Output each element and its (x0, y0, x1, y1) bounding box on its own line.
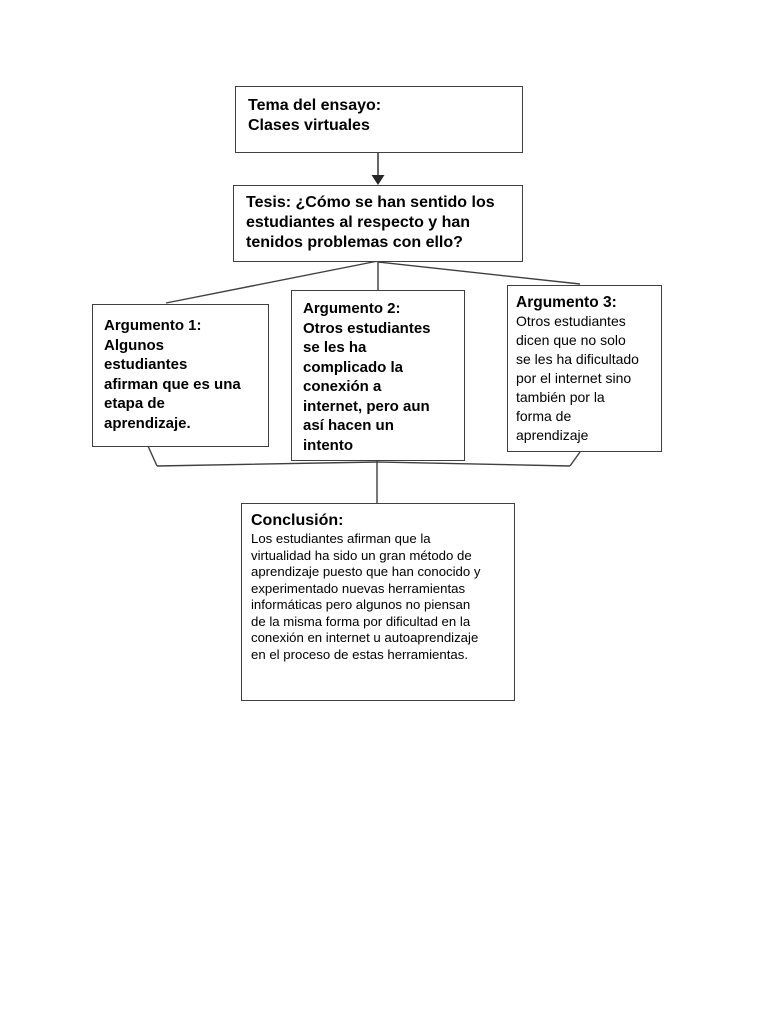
tema-text: Tema del ensayo: Clases virtuales (248, 97, 382, 134)
connector-argumento1-join (147, 445, 158, 467)
connector-join-horizontal (156, 461, 571, 467)
argumento3-box: Argumento 3: Otros estudiantes dicen que… (507, 285, 662, 452)
tesis-text: Tesis: ¿Cómo se han sentido los estudian… (246, 194, 495, 251)
argumento3-title: Argumento 3: (516, 294, 617, 311)
argumento1-box: Argumento 1: Algunos estudiantes afirman… (92, 304, 269, 447)
connector-tesis-argumento1 (165, 260, 379, 304)
tesis-box: Tesis: ¿Cómo se han sentido los estudian… (233, 185, 523, 262)
connector-tesis-argumento3 (377, 261, 581, 285)
connector-argumento3-join (569, 451, 581, 467)
arrow-head-down-icon (371, 175, 385, 185)
argumento3-body: Otros estudiantes dicen que no solo se l… (516, 313, 639, 443)
conclusion-body: Los estudiantes afirman que la virtualid… (251, 531, 481, 662)
tema-box: Tema del ensayo: Clases virtuales (235, 86, 523, 153)
conclusion-box: Conclusión: Los estudiantes afirman que … (241, 503, 515, 701)
argumento1-text: Argumento 1: Algunos estudiantes afirman… (104, 317, 241, 432)
argumento2-box: Argumento 2: Otros estudiantes se les ha… (291, 290, 465, 461)
argumento2-text: Argumento 2: Otros estudiantes se les ha… (303, 300, 431, 454)
conclusion-title: Conclusión: (251, 512, 344, 529)
